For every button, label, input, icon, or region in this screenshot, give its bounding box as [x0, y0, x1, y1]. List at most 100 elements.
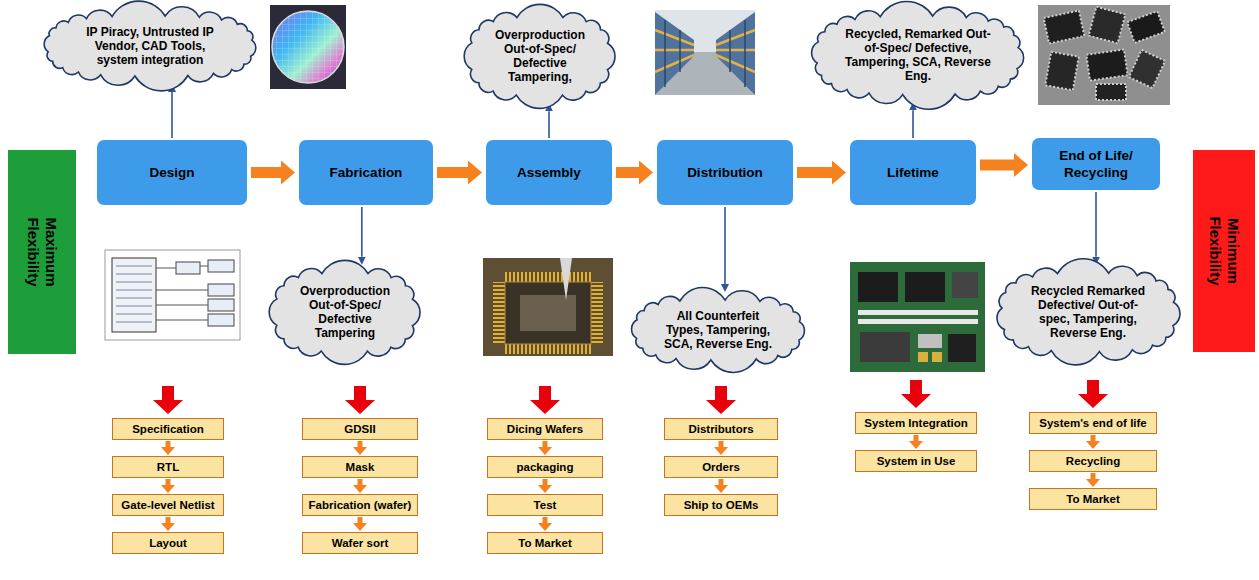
pcb-photo [850, 262, 985, 372]
step-label: RTL [157, 460, 179, 474]
assembly-photo [493, 282, 505, 344]
step-box: System's end of life [1029, 412, 1157, 434]
flow-arrow [616, 167, 639, 178]
stage-down-arrows [345, 386, 375, 414]
schematic-image [105, 250, 240, 340]
flow-arrow [251, 167, 281, 178]
step-label: Ship to OEMs [684, 498, 759, 512]
step-arrow [719, 441, 724, 447]
step-label: Specification [132, 422, 204, 436]
step-box: Mask [302, 456, 418, 478]
step-arrow [358, 479, 363, 485]
stage-label: Distribution [687, 164, 763, 181]
pcb-photo [932, 352, 942, 362]
flexibility-bar: Minimum Flexibility [1193, 150, 1255, 352]
step-box: Ship to OEMs [664, 494, 778, 516]
threat-pointer [912, 110, 914, 138]
step-arrow [166, 517, 171, 523]
chips-photo [1045, 52, 1078, 90]
assembly-photo [505, 272, 591, 282]
stage-box: Design [97, 140, 247, 205]
stage-down-arrows [530, 386, 560, 414]
step-box: Layout [112, 532, 224, 554]
threat-cloud: All Counterfeit Types, Tampering, SCA, R… [625, 289, 811, 371]
schematic-image [112, 258, 156, 332]
cloud-outline [465, 4, 616, 108]
stage-box: Lifetime [850, 140, 976, 205]
step-arrow [358, 517, 363, 523]
step-box: System Integration [855, 412, 977, 434]
step-box: Specification [112, 418, 224, 440]
step-label: System in Use [877, 454, 956, 468]
threat-text: All Counterfeit Types, Tampering, SCA, R… [658, 309, 778, 351]
step-box: To Market [1029, 488, 1157, 510]
threat-pointer [171, 92, 173, 138]
schematic-image [208, 284, 234, 296]
step-arrow [543, 441, 548, 447]
assembly-photo [591, 282, 603, 344]
threat-pointer [724, 207, 726, 284]
wafer-photo [270, 5, 346, 89]
flow-arrow [437, 167, 468, 178]
step-box: Recycling [1029, 450, 1157, 472]
wafer-photo [270, 5, 346, 89]
assembly-photo [505, 282, 591, 344]
step-label: Gate-level Netlist [121, 498, 214, 512]
schematic-image [208, 314, 234, 326]
step-arrow [914, 435, 919, 441]
chips-photo [1086, 49, 1127, 80]
pcb-photo [918, 352, 928, 362]
cloud-outline [812, 1, 1024, 109]
step-label: To Market [518, 536, 571, 550]
stage-label: Lifetime [887, 164, 939, 181]
chips-photo [1127, 11, 1165, 43]
warehouse-photo [665, 20, 745, 87]
stage-label: Fabrication [330, 164, 403, 181]
step-arrow [1091, 473, 1096, 479]
schematic-image [208, 260, 234, 272]
chips-photo [1038, 5, 1170, 105]
threat-text: IP Piracy, Untrusted IP Vendor, CAD Tool… [75, 25, 225, 67]
threat-cloud: IP Piracy, Untrusted IP Vendor, CAD Tool… [37, 5, 263, 87]
stage-down-arrows [153, 380, 1108, 414]
stage-box: End of Life/ Recycling [1032, 138, 1160, 190]
step-label: Fabrication (wafer) [309, 498, 412, 512]
warehouse-photo [716, 12, 755, 95]
step-box: Orders [664, 456, 778, 478]
threat-pointer [548, 111, 550, 138]
step-label: Orders [702, 460, 740, 474]
chips-photo [1096, 84, 1126, 100]
step-box: System in Use [855, 450, 977, 472]
flow-arrow [797, 167, 832, 178]
threat-cloud: Overproduction Out-of-Spec/ Defective Ta… [265, 262, 424, 363]
threat-text: Overproduction Out-of-Spec/ Defective Ta… [490, 28, 590, 84]
stage-label: Assembly [517, 164, 581, 181]
step-box: Fabrication (wafer) [302, 494, 418, 516]
step-box: Test [487, 494, 603, 516]
cloud-outline [270, 260, 421, 364]
step-box: RTL [112, 456, 224, 478]
stage-label: Design [149, 164, 194, 181]
pcb-photo [858, 319, 978, 324]
cloud-outline [44, 1, 256, 91]
flexibility-bar: Maximum Flexibility [8, 150, 76, 354]
pcb-photo [850, 262, 985, 372]
schematic-image [105, 250, 240, 340]
threat-cloud: Overproduction Out-of-Spec/ Defective Ta… [460, 6, 619, 107]
step-label: packaging [517, 460, 574, 474]
step-arrow [166, 479, 171, 485]
pcb-photo [860, 332, 910, 362]
cloud-outline [997, 258, 1180, 364]
threat-cloud: Recycled, Remarked Out-of-Spec/ Defectiv… [806, 5, 1029, 106]
threat-text: Overproduction Out-of-Spec/ Defective Ta… [295, 284, 395, 340]
flow-arrow [980, 160, 1014, 171]
step-arrow [543, 517, 548, 523]
step-label: To Market [1066, 492, 1119, 506]
step-box: Distributors [664, 418, 778, 440]
schematic-image [156, 266, 208, 320]
warehouse-photo [655, 10, 755, 95]
threat-text: Recycled, Remarked Out-of-Spec/ Defectiv… [844, 27, 992, 83]
step-box: Wafer sort [302, 532, 418, 554]
flexibility-label: Minimum Flexibility [1206, 196, 1242, 306]
